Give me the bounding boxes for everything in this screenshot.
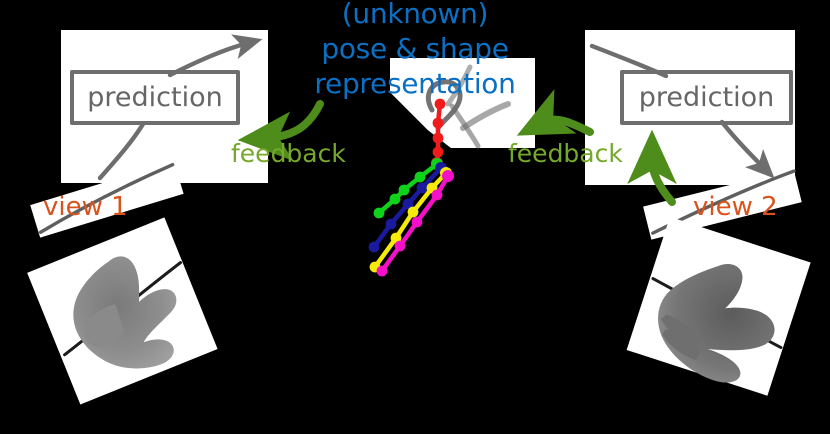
skeleton-joint [431,157,443,169]
feedback-arrow-center-right [516,89,594,136]
skeleton-joint [376,265,388,277]
skeleton-bone [388,201,411,227]
skeleton-finger-ring [369,167,452,273]
skeleton-bone [392,187,407,202]
skeleton-finger-pinky [376,170,454,277]
skeleton-joint [431,158,443,170]
view2-depth-card [626,216,811,396]
skeleton-bone [393,209,416,241]
prediction-box-right: prediction [620,70,793,125]
skeleton-bone [417,161,440,180]
prediction-label-left: prediction [87,82,223,113]
skeleton-finger-middle [368,162,447,253]
skeleton-joint [414,171,426,183]
prediction-label-right: prediction [638,82,775,113]
feedback-arrow-left [237,100,324,162]
skeleton-joint [390,232,402,244]
skeleton-joint [435,162,447,174]
view-label-2: view 2 [693,192,778,222]
skeleton-joint [369,261,381,273]
view1-hand-depth [73,256,177,369]
title-line-1: (unknown) [341,0,489,30]
skeleton-bone [434,149,441,166]
skeleton-bone [376,196,398,216]
skeleton-joint [398,184,410,196]
feedback-label-right: feedback [508,139,623,168]
skeleton-joint [402,198,414,210]
skeleton-bone [405,185,425,207]
skeleton-bone [379,243,403,274]
skeleton-bone [419,165,444,191]
skeleton-joint [368,241,380,253]
skeleton-bone [429,170,449,191]
view-label-1: view 1 [43,192,128,222]
skeleton-bone [401,174,423,193]
skeleton-joint [440,167,452,179]
center-sketch-card [390,58,535,148]
skeleton-joint [407,206,419,218]
skeleton-joint [373,207,385,219]
skeleton-joint [426,182,438,194]
skeleton-joint [442,170,454,182]
view2-hand-depth [658,263,775,383]
skeleton-joint [385,218,397,230]
skeleton-joint [431,189,443,201]
skeleton-joint [394,240,406,252]
skeleton-joint [389,193,401,205]
view1-depth-card [27,217,218,405]
skeleton-bone [371,221,394,250]
prediction-box-left: prediction [70,70,240,125]
skeleton-joint [432,146,444,158]
feedback-label-left: feedback [231,139,346,168]
skeleton-bone [410,185,435,215]
skeleton-bone [372,235,399,270]
skeleton-bone [414,192,440,225]
skeleton-bone [434,173,451,198]
skeleton-bone [397,219,420,249]
skeleton-finger-index [373,158,443,219]
skeleton-joint [411,216,423,228]
skeleton-joint [416,182,428,194]
